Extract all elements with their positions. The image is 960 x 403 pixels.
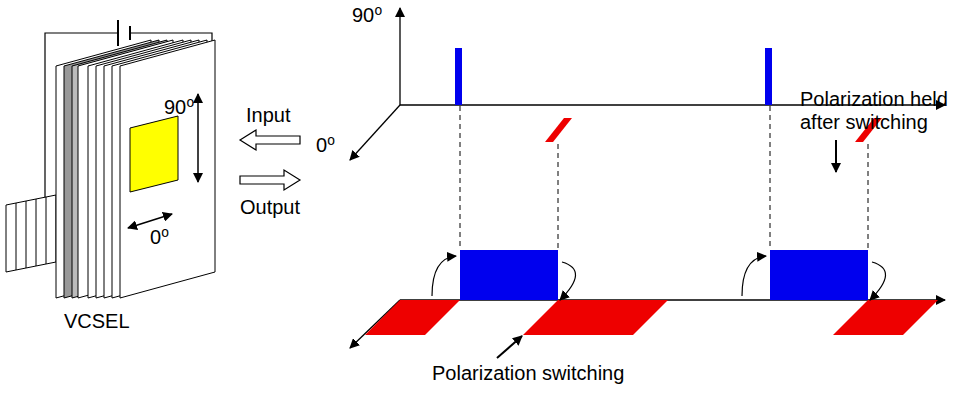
input-arrow bbox=[240, 130, 300, 150]
callout-arrow bbox=[497, 336, 522, 358]
axis-label: 0⁰ bbox=[316, 134, 335, 157]
input-axes bbox=[350, 8, 945, 160]
axis-label: 90⁰ bbox=[352, 4, 382, 27]
pulse-90 bbox=[765, 48, 772, 105]
output-90-state bbox=[460, 250, 868, 300]
polarization-arrow bbox=[128, 214, 172, 228]
device-name: VCSEL bbox=[64, 310, 130, 333]
aperture bbox=[130, 116, 178, 192]
output-0-state bbox=[365, 300, 938, 335]
callout-text: Polarization held after switching bbox=[800, 88, 956, 134]
vcsel-layers bbox=[56, 40, 215, 298]
polarization-label: 0⁰ bbox=[150, 226, 169, 249]
callout-text: Polarization switching bbox=[432, 362, 624, 385]
polarization-arrow bbox=[197, 94, 199, 182]
contact-block bbox=[6, 195, 56, 272]
callout-arrow bbox=[835, 140, 837, 172]
signal-label: Output bbox=[240, 196, 300, 219]
switch-arrow bbox=[432, 256, 886, 300]
polarization-label: 90⁰ bbox=[164, 96, 194, 119]
output-arrow bbox=[240, 170, 300, 190]
output-axes bbox=[350, 300, 945, 348]
pulse-0 bbox=[545, 118, 572, 142]
signal-label: Input bbox=[246, 104, 290, 127]
pulse-90 bbox=[455, 48, 462, 105]
